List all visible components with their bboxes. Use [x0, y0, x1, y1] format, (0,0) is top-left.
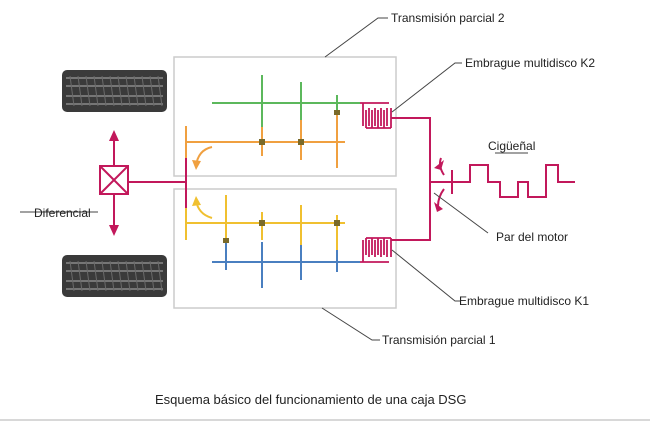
tire-tread-mark: [109, 75, 115, 107]
tire-tread-mark: [141, 260, 147, 292]
blue-input-shaft: [212, 238, 360, 288]
tire-tread-mark: [77, 260, 83, 292]
differential: [99, 130, 187, 236]
tire-tread-mark: [93, 260, 99, 292]
label-par-del-motor: Par del motor: [496, 230, 568, 244]
label-embrague-k1: Embrague multidisco K1: [459, 294, 589, 308]
tire-tread-mark: [85, 75, 91, 107]
tire-tread-mark: [157, 260, 163, 292]
crankshaft: [452, 164, 575, 198]
partial-transmission-1-housing: [173, 188, 397, 309]
torque-arrow-down: [437, 188, 445, 207]
label-ciguenal: Cigüeñal: [488, 139, 535, 153]
tire-tread-mark: [125, 260, 131, 292]
tire-tread-mark: [85, 260, 91, 292]
leader-lines: [20, 17, 528, 341]
upper-tire: [62, 70, 167, 112]
label-embrague-k2: Embrague multidisco K2: [465, 56, 595, 70]
tire-tread-mark: [69, 260, 75, 292]
yellow-output-shaft: [185, 195, 345, 260]
tire-tread-mark: [93, 75, 99, 107]
tire-tread-mark: [141, 75, 147, 107]
gear-hubs: [223, 110, 340, 243]
tire-tread-mark: [109, 260, 115, 292]
tire-tread-mark: [125, 75, 131, 107]
tire-tread-mark: [149, 260, 155, 292]
tire-tread-mark: [133, 260, 139, 292]
clutch-k1: [360, 237, 392, 263]
tire-tread-mark: [77, 75, 83, 107]
tire-tread-mark: [117, 260, 123, 292]
clutch-k2: [360, 102, 392, 129]
tire-tread-mark: [149, 75, 155, 107]
tire-tread-mark: [157, 75, 163, 107]
tire-tread-mark: [117, 75, 123, 107]
tire-tread-mark: [101, 75, 107, 107]
bottom-divider: [0, 419, 650, 421]
label-transmision-parcial-2: Transmisión parcial 2: [391, 11, 505, 25]
lower-tire: [62, 255, 167, 297]
orange-output-shaft: [185, 112, 345, 168]
partial-transmission-2-housing: [173, 56, 397, 177]
engine-drive: [391, 117, 453, 241]
tire-tread-mark: [101, 260, 107, 292]
label-diferencial: Diferencial: [34, 206, 91, 220]
tire-tread-mark: [133, 75, 139, 107]
label-transmision-parcial-1: Transmisión parcial 1: [382, 333, 496, 347]
diagram-caption: Esquema básico del funcionamiento de una…: [155, 392, 466, 407]
tire-tread-mark: [69, 75, 75, 107]
